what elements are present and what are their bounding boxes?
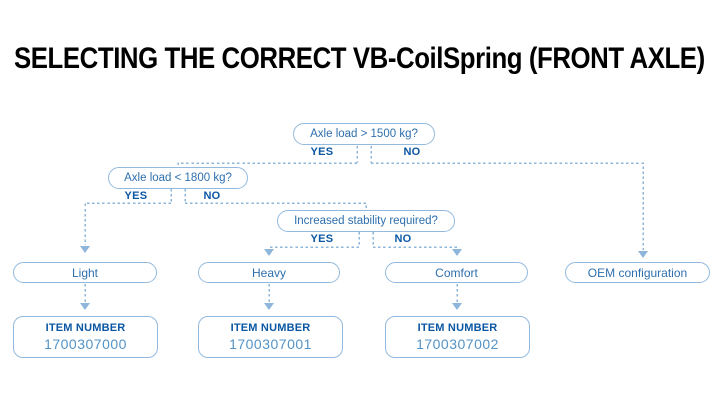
outcome-label: Light: [71, 265, 99, 280]
label-yes-d2: YES: [124, 190, 148, 202]
decision-increased-stability: Increased stability required?: [277, 210, 455, 232]
item-number-box-heavy: ITEM NUMBER 1700307001: [198, 316, 343, 358]
outcome-label: Comfort: [435, 265, 478, 280]
outcome-label: Heavy: [251, 265, 286, 280]
edge-d2-no-to-d3: [185, 202, 367, 209]
outcome-comfort: Comfort: [385, 262, 528, 283]
arrow-item-heavy-icon: [264, 303, 274, 310]
item-number-label: ITEM NUMBER: [230, 322, 311, 334]
outcome-label: OEM configuration: [587, 265, 688, 280]
arrow-light-icon: [80, 246, 90, 253]
label-yes-d3: YES: [310, 233, 334, 245]
item-number-box-light: ITEM NUMBER 1700307000: [13, 316, 158, 358]
item-number-value: 1700307002: [416, 336, 499, 352]
page-title: SELECTING THE CORRECT VB-CoilSpring (FRO…: [14, 42, 705, 75]
decision-question: Increased stability required?: [294, 215, 438, 227]
item-number-label: ITEM NUMBER: [45, 322, 126, 334]
item-number-value: 1700307000: [44, 336, 127, 352]
item-number-label: ITEM NUMBER: [417, 322, 498, 334]
label-no-d2: NO: [203, 190, 221, 202]
arrow-item-comfort-icon: [452, 303, 462, 310]
arrow-oem-icon: [638, 251, 648, 258]
outcome-heavy: Heavy: [198, 262, 340, 283]
arrow-comfort-icon: [452, 249, 462, 256]
label-yes-d1: YES: [310, 146, 334, 158]
outcome-oem-configuration: OEM configuration: [565, 262, 710, 283]
outcome-light: Light: [13, 262, 157, 283]
decision-axle-load-1800: Axle load < 1800 kg?: [108, 167, 248, 189]
decision-question: Axle load < 1800 kg?: [124, 172, 232, 184]
arrow-item-light-icon: [80, 303, 90, 310]
decision-axle-load-1500: Axle load > 1500 kg?: [293, 123, 435, 145]
item-number-value: 1700307001: [229, 336, 312, 352]
label-no-d3: NO: [394, 233, 412, 245]
arrow-heavy-icon: [264, 249, 274, 256]
item-number-box-comfort: ITEM NUMBER 1700307002: [385, 316, 530, 358]
decision-question: Axle load > 1500 kg?: [310, 128, 418, 140]
edge-d2-yes-to-light: [84, 202, 171, 245]
label-no-d1: NO: [403, 146, 421, 158]
